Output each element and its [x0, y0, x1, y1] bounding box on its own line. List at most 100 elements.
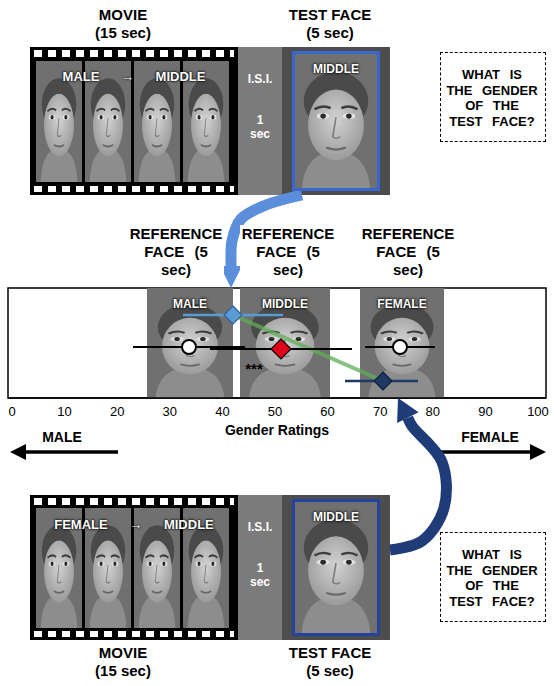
- direction-arrow: [10, 444, 26, 460]
- face-label: MIDDLE: [313, 62, 359, 76]
- test-face: [293, 500, 379, 634]
- axis-title: Gender Ratings: [225, 422, 329, 439]
- connector-line: [390, 418, 446, 550]
- node-heading: TEST FACE (5 sec): [284, 6, 376, 42]
- panel-label: I.S.I.: [248, 520, 273, 534]
- panel-label: 1 sec: [248, 561, 272, 590]
- filmstrip: [30, 495, 238, 640]
- face-label: MIDDLE: [262, 297, 308, 311]
- text-slot: WHAT IS THE GENDER OF THE TEST FACE?: [445, 67, 539, 130]
- node-heading: MOVIE (15 sec): [91, 644, 155, 680]
- reference-face-image: [147, 288, 233, 398]
- face-label: FEMALE: [377, 297, 426, 311]
- tick-label: 40: [215, 404, 229, 420]
- direction-arrow: [436, 450, 532, 454]
- text-slot: REFERENCE FACE (5 sec): [360, 225, 456, 279]
- label-slot: 60: [315, 402, 341, 420]
- label-slot: 100: [525, 402, 551, 420]
- label-slot: 50: [262, 402, 288, 420]
- tick-label: 80: [426, 404, 440, 420]
- tick-label: 60: [320, 404, 334, 420]
- direction-arrow: [530, 444, 546, 460]
- label-slot: 70: [367, 402, 393, 420]
- label-slot: FEMALE: [445, 428, 535, 446]
- text-slot: MIDDLE: [296, 507, 376, 525]
- filmstrip: [30, 47, 238, 195]
- significance-stars: ***: [245, 360, 263, 378]
- isi-panel: I.S.I. 1 sec: [238, 495, 282, 640]
- data-point: [224, 306, 242, 324]
- direction-arrow: [24, 450, 118, 454]
- reference-face: REFERENCE FACE (5 sec)FEMALE: [360, 288, 444, 398]
- text-slot: I.S.I.: [238, 517, 282, 535]
- panel-label: I.S.I.: [248, 72, 273, 86]
- tick-label: 0: [8, 404, 15, 420]
- tick-label: 100: [527, 404, 549, 420]
- node-heading: REFERENCE FACE (5 sec): [360, 225, 456, 279]
- label-slot: MALE: [27, 428, 97, 446]
- panel-label: 1 sec: [248, 113, 272, 142]
- test-face-panel: TEST FACE (5 sec)MIDDLE: [282, 47, 390, 195]
- sprocket-holes: [34, 50, 234, 57]
- face-label: MIDDLE: [313, 510, 359, 524]
- text-slot: REFERENCE FACE (5 sec): [240, 225, 336, 279]
- text-slot: MIDDLE: [296, 59, 376, 77]
- text-slot: TEST FACE (5 sec): [284, 644, 376, 680]
- text-slot: MALE: [150, 294, 230, 312]
- text-slot: MIDDLE: [243, 294, 327, 312]
- tick-label: 50: [268, 404, 282, 420]
- text-slot: FEMALE: [362, 294, 442, 312]
- tick-label: 10: [57, 404, 71, 420]
- movie-label: MALE → MIDDLE: [63, 69, 206, 85]
- node-heading: TEST FACE (5 sec): [284, 644, 376, 680]
- reference-face: REFERENCE FACE (5 sec)MIDDLE: [240, 288, 330, 398]
- isi-panel: I.S.I. 1 sec: [238, 47, 282, 195]
- text-slot: WHAT IS THE GENDER OF THE TEST FACE?: [445, 547, 539, 610]
- question-text: WHAT IS THE GENDER OF THE TEST FACE?: [445, 547, 539, 609]
- tick-label: 70: [373, 404, 387, 420]
- label-slot: ***: [237, 360, 271, 378]
- data-point: [271, 339, 291, 359]
- text-slot: FEMALE → MIDDLE: [34, 515, 234, 533]
- text-slot: 1 sec: [248, 561, 272, 590]
- data-point: [393, 340, 407, 354]
- sprocket-holes: [34, 631, 234, 637]
- label-slot: Gender Ratings: [202, 421, 352, 439]
- text-slot: TEST FACE (5 sec): [284, 6, 376, 42]
- label-slot: 20: [104, 402, 130, 420]
- text-slot: REFERENCE FACE (5 sec): [128, 225, 224, 279]
- node-heading: MOVIE (15 sec): [91, 6, 155, 42]
- text-slot: 1 sec: [248, 113, 272, 142]
- tick-label: 90: [478, 404, 492, 420]
- face-label: MALE: [173, 297, 207, 311]
- text-slot: I.S.I.: [238, 69, 282, 87]
- text-slot: MOVIE (15 sec): [91, 644, 155, 680]
- node-heading: REFERENCE FACE (5 sec): [240, 225, 336, 279]
- text-slot: MOVIE (15 sec): [91, 6, 155, 42]
- test-face-panel: TEST FACE (5 sec)MIDDLE: [282, 495, 390, 640]
- test-panel: [282, 495, 390, 640]
- test-face-frame: MIDDLE: [292, 499, 380, 636]
- isi-panel: [238, 495, 282, 640]
- axis-end-label: FEMALE: [461, 429, 519, 446]
- reference-face-image: [240, 288, 330, 398]
- label-slot: 40: [209, 402, 235, 420]
- label-slot: 10: [52, 402, 78, 420]
- tick-label: 20: [110, 404, 124, 420]
- label-slot: 0: [0, 402, 25, 420]
- test-face-frame: MIDDLE: [292, 51, 380, 191]
- question-box: WHAT IS THE GENDER OF THE TEST FACE?: [440, 52, 546, 142]
- axis-line: [8, 397, 546, 399]
- test-panel: [282, 47, 390, 195]
- text-slot: MALE → MIDDLE: [34, 67, 234, 85]
- data-point: [182, 340, 196, 354]
- label-slot: 90: [472, 402, 498, 420]
- question-box: WHAT IS THE GENDER OF THE TEST FACE?: [440, 532, 546, 622]
- movie-label: FEMALE → MIDDLE: [54, 517, 214, 533]
- arrowhead: [397, 398, 418, 423]
- plot-frame: [8, 288, 546, 398]
- label-slot: 30: [157, 402, 183, 420]
- sprocket-holes: [34, 186, 234, 192]
- test-face: [293, 52, 379, 190]
- isi-panel: [238, 47, 282, 195]
